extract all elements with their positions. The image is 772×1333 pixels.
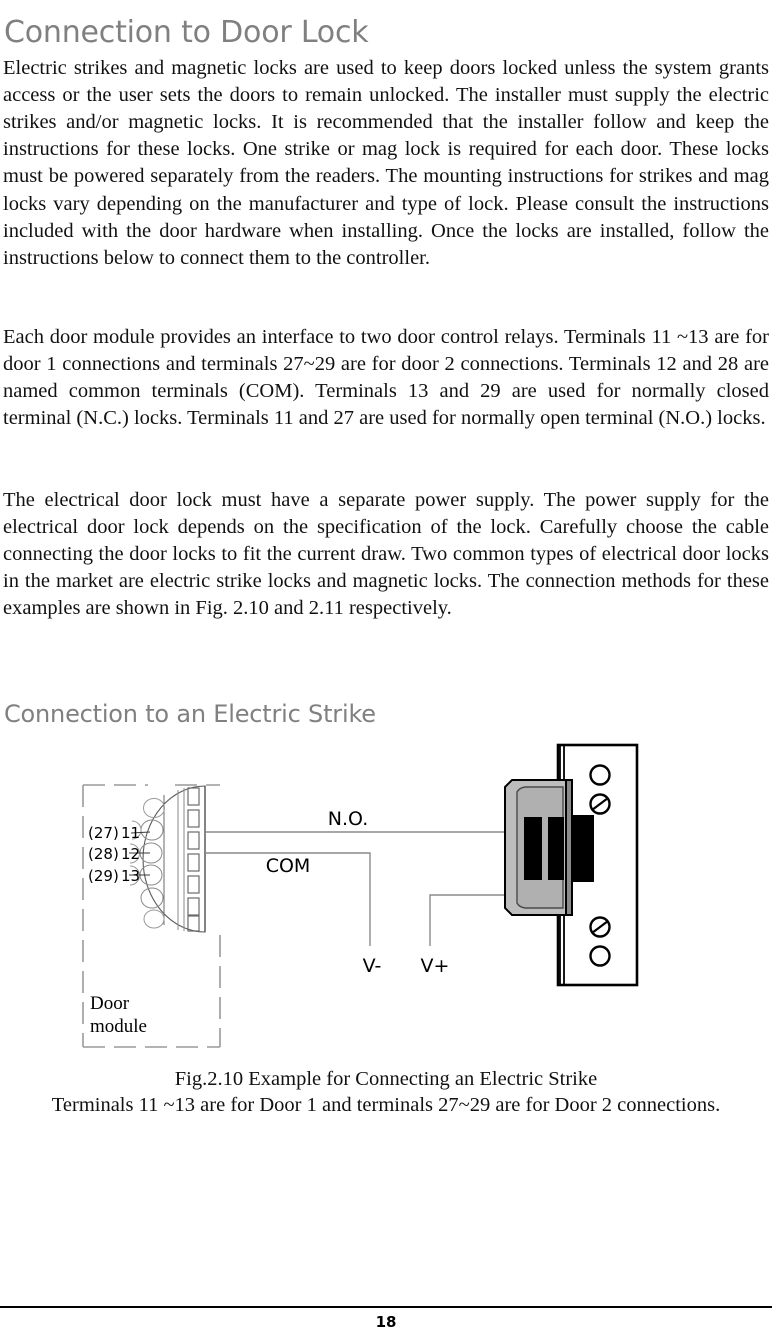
- terminal-slot-7: [187, 915, 200, 932]
- body-paragraph-1: Electric strikes and magnetic locks are …: [3, 56, 769, 269]
- wire-label-no: N.O.: [328, 808, 368, 830]
- strike-screw-top: [589, 793, 611, 815]
- terminal-block: [129, 785, 206, 933]
- terminal-slot-2: [187, 809, 200, 828]
- terminal-label-12: 12: [121, 845, 140, 863]
- terminal-well-6: [143, 909, 165, 929]
- terminal-label-11: 11: [121, 824, 140, 842]
- footer-divider: [0, 1306, 772, 1308]
- terminal-slot-3: [187, 831, 200, 850]
- figure-caption-line-2: Terminals 11 ~13 are for Door 1 and term…: [51, 1094, 721, 1116]
- terminal-leader-11: [130, 831, 151, 834]
- figure-electric-strike-diagram: (27) 11 (28) 12 (29) 13 Door module: [0, 720, 772, 1060]
- terminal-slots: [187, 787, 200, 932]
- terminal-label-11-alt: (27): [88, 824, 119, 842]
- terminal-well-5: [140, 887, 164, 909]
- terminal-slot-1: [187, 787, 200, 806]
- strike-mounting-hole-bottom: [589, 945, 611, 967]
- page-title: Connection to Door Lock: [4, 15, 369, 51]
- terminal-well-1: [143, 798, 165, 818]
- door-module-label-line-1: Door: [90, 993, 130, 1014]
- electric-strike: [504, 743, 639, 987]
- wire-com-to-vminus: [205, 852, 371, 946]
- terminal-slot-6: [187, 897, 200, 916]
- wire-labels: N.O. COM V- V+: [266, 808, 450, 977]
- page-number: 18: [375, 1313, 397, 1331]
- strike-mounting-hole-top: [589, 764, 611, 786]
- terminal-label-12-alt: (28): [88, 845, 119, 863]
- wire-label-com: COM: [266, 855, 311, 877]
- terminal-slot-4: [187, 853, 200, 872]
- body-paragraph-3: The electrical door lock must have a sep…: [3, 488, 769, 620]
- terminal-well-edge-1: [131, 820, 142, 840]
- terminal-label-13: 13: [121, 867, 140, 885]
- figure-caption-line-1: Fig.2.10 Example for Connecting an Elect…: [174, 1068, 598, 1090]
- body-paragraph-2: Each door module provides an interface t…: [3, 325, 769, 430]
- wire-label-vplus: V+: [421, 955, 450, 977]
- wire-label-vminus: V-: [363, 955, 382, 977]
- strike-keeper-bar-2: [548, 817, 564, 880]
- strike-screw-bottom-slot: [591, 920, 609, 934]
- section-title-electric-strike: Connection to an Electric Strike: [4, 699, 376, 728]
- wire-vplus: [429, 894, 512, 946]
- wiring: [205, 831, 563, 946]
- strike-screw-top-slot: [591, 797, 609, 811]
- terminal-labels: (27) 11 (28) 12 (29) 13: [88, 824, 140, 885]
- door-module-label-line-2: module: [90, 1016, 147, 1037]
- strike-screw-bottom: [589, 916, 611, 938]
- terminal-slot-5: [187, 875, 200, 894]
- terminal-label-13-alt: (29): [88, 867, 119, 885]
- door-module-enclosure: [82, 784, 221, 1048]
- strike-keeper-bar-1: [524, 817, 542, 880]
